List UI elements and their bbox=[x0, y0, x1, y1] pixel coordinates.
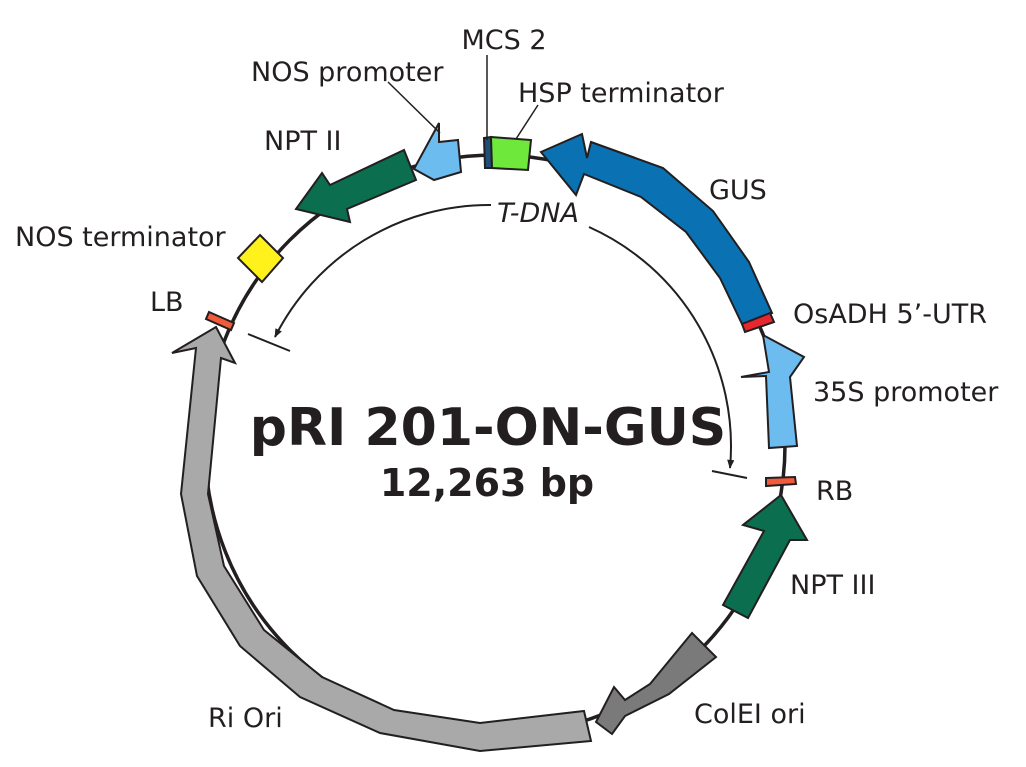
tdna-arc-left bbox=[274, 203, 492, 338]
rb-label: RB bbox=[816, 476, 853, 507]
tdna-label: T-DNA bbox=[497, 198, 579, 229]
feature-35s-promoter bbox=[740, 333, 806, 450]
npt-ii-arrow bbox=[294, 148, 418, 224]
colei-ori-arrow bbox=[594, 631, 718, 736]
osadh-utr-label: OsADH 5’-UTR bbox=[793, 299, 987, 330]
plasmid-size: 12,263 bp bbox=[380, 461, 594, 505]
ri-ori-label: Ri Ori bbox=[208, 703, 283, 734]
hsp-terminator-box bbox=[489, 135, 533, 172]
nos-promoter-arrow bbox=[412, 122, 463, 182]
osadh-utr-box bbox=[740, 311, 776, 334]
nos-promoter-leader bbox=[387, 81, 441, 134]
feature-npt-ii bbox=[294, 148, 418, 224]
35s-promoter-label: 35S promoter bbox=[813, 377, 999, 408]
feature-osadh-utr bbox=[740, 311, 776, 334]
colei-ori-label: ColEI ori bbox=[694, 699, 806, 730]
nos-terminator-label: NOS terminator bbox=[15, 222, 227, 253]
nos-terminator-box bbox=[236, 233, 285, 284]
lb-label: LB bbox=[150, 287, 184, 318]
npt-iii-label: NPT III bbox=[790, 570, 875, 601]
feature-hsp-terminator bbox=[489, 135, 533, 172]
gus-label: GUS bbox=[709, 175, 767, 206]
lb-boundary-tick bbox=[247, 333, 291, 352]
hsp-terminator-label: HSP terminator bbox=[518, 78, 725, 109]
feature-nos-terminator bbox=[236, 233, 285, 284]
mcs2-label: MCS 2 bbox=[461, 25, 546, 56]
npt-iii-arrow bbox=[721, 493, 809, 620]
hsp-terminator-leader bbox=[515, 104, 539, 140]
35s-promoter-arrow bbox=[740, 333, 806, 450]
npt-ii-label: NPT II bbox=[264, 126, 341, 157]
feature-lb bbox=[204, 310, 236, 332]
feature-npt-iii bbox=[721, 493, 809, 620]
lb-marker bbox=[204, 310, 236, 332]
plasmid-name: pRI 201-ON-GUS bbox=[250, 398, 727, 458]
ri-ori-arrow bbox=[171, 325, 593, 753]
feature-gus bbox=[539, 132, 774, 326]
feature-ri-ori bbox=[171, 325, 593, 753]
nos-promoter-label: NOS promoter bbox=[251, 57, 444, 88]
feature-rb bbox=[765, 475, 798, 488]
gus-arrow bbox=[539, 132, 774, 326]
rb-marker bbox=[765, 475, 798, 488]
tdna-arc-right bbox=[588, 226, 735, 469]
feature-nos-promoter bbox=[412, 122, 463, 182]
rb-boundary-tick bbox=[711, 470, 748, 479]
feature-colei-ori bbox=[594, 631, 718, 736]
